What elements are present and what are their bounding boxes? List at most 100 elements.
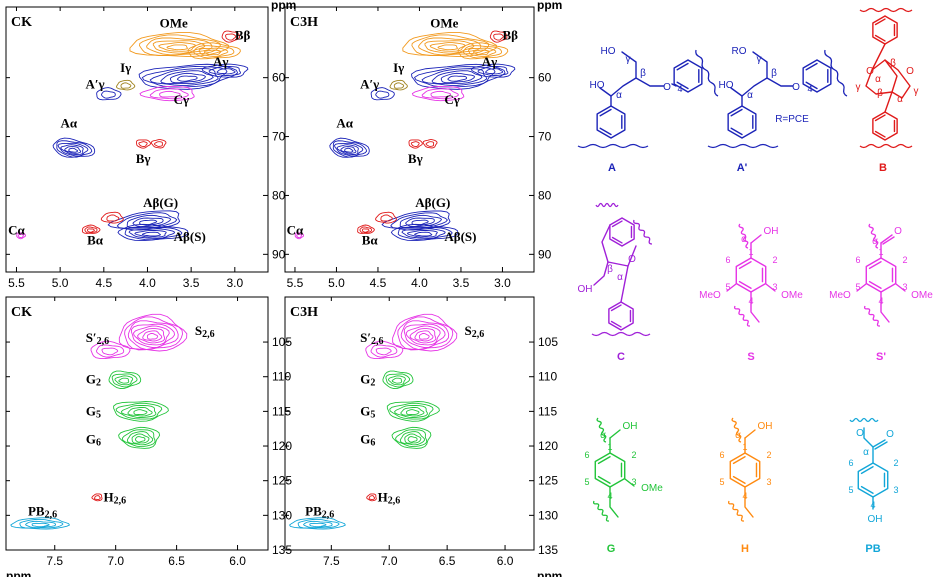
svg-text:α: α [741,234,747,245]
wavy-bond [577,143,649,149]
contour-line [297,518,340,529]
peak-label-sp26: S′2,6 [86,330,109,347]
contour-line [159,90,181,98]
peak-label-ag: Aγ [482,54,497,69]
contour-line [126,214,172,229]
contour-line [138,63,239,90]
svg-text:3: 3 [766,477,771,487]
svg-text:α: α [735,430,741,441]
svg-text:R=PCE: R=PCE [775,114,809,125]
svg-text:2: 2 [902,255,907,265]
svg-text:A': A' [737,162,748,174]
contour-line [134,436,146,443]
contour-line [127,406,153,417]
contour-line [386,401,440,422]
contour-peak [402,32,497,58]
contour-line [101,90,116,99]
contour-line [176,75,198,82]
contour-line [368,495,376,501]
svg-text:6: 6 [855,255,860,265]
contour-line [409,328,437,344]
wavy-bond [859,7,913,13]
svg-text:O: O [856,428,864,439]
y-tick-label: 90 [538,247,552,261]
x-tick-label: 6.5 [439,554,456,568]
contour-peak [366,493,377,502]
y-tick-label: 120 [272,439,292,453]
svg-text:5: 5 [848,485,853,495]
contour-line [146,332,159,340]
wavy-bond [592,500,610,522]
y-tick-label: 80 [272,188,286,202]
contour-peak [117,223,189,242]
x-tick-label: 3.0 [494,276,511,290]
svg-text:OH: OH [764,226,779,237]
contour-line [393,82,405,89]
contour-line [402,32,497,58]
peak-label-bb: Bβ [235,27,251,42]
x-tick-label: 7.0 [107,554,124,568]
contour-line [391,426,432,449]
contour-line [131,433,150,444]
svg-text:6: 6 [848,458,853,468]
contour-line [485,68,504,75]
svg-text:OMe: OMe [911,290,933,301]
svg-text:γ: γ [626,54,631,65]
x-tick-label: 7.5 [46,554,63,568]
svg-text:α: α [863,447,869,458]
peak-label-g2: G2 [86,372,101,389]
peak-label-ba: Bα [87,232,104,247]
contour-line [134,229,167,238]
y-tick-label: 130 [538,508,558,522]
contour-line [87,228,95,233]
contour-line [406,409,420,416]
svg-text:3: 3 [902,282,907,292]
contour-line [397,226,453,241]
contour-line [410,141,420,147]
contour-line [117,223,189,242]
svg-text:4: 4 [807,84,812,94]
contour-peak [489,30,508,43]
plot-frame [284,296,535,551]
contour-line [470,63,516,78]
contour-line [150,139,167,149]
contour-line [385,373,411,388]
contour-line [129,32,229,58]
contour-peak [294,232,304,240]
contour-line [437,44,458,51]
contour-line [198,47,229,57]
peak-label-ome: OMe [430,16,458,31]
contour-line [221,30,240,43]
wavy-bond [868,223,879,249]
svg-text:α: α [600,430,606,441]
svg-text:PB: PB [865,543,880,555]
contour-line [120,405,157,418]
contour-peak [457,42,509,60]
peak-label-s26: S2,6 [195,323,215,340]
contour-peak [390,223,459,242]
contour-line [408,139,423,149]
svg-text:OH: OH [578,284,593,295]
peak-label-pb26: PB2,6 [305,503,334,520]
wavy-bond [731,417,742,443]
peak-label-cg: Cγ [174,92,189,107]
contour-peak [422,139,438,149]
contour-line [94,495,101,501]
contour-line [365,340,404,360]
contour-peak [113,401,169,422]
wavy-bond [707,143,779,149]
panel-title: C3H [290,305,318,320]
contour-line [81,224,101,234]
contour-line [57,142,89,157]
svg-text:γ: γ [856,82,861,93]
contour-line [309,522,327,528]
svg-text:O: O [628,254,636,265]
contour-line [187,42,241,60]
